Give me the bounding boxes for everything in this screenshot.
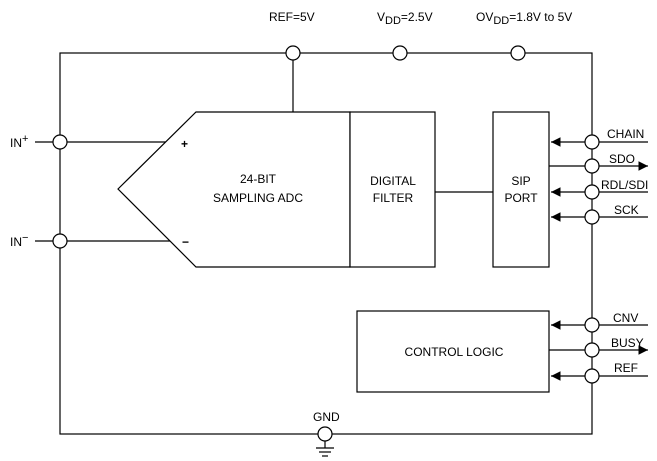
inp-pin [52,134,68,150]
sdo-label: SDO [609,152,635,166]
port-label-line2: PORT [504,191,538,205]
port-label-line1: SIP [511,174,530,188]
digital-filter-block [349,111,436,268]
adc-label-line1: 24-BIT [240,172,277,186]
control-logic-block [356,310,550,393]
vdd-supply-label: VDD=2.5V [377,10,433,27]
rdl-sdi-pin [584,184,600,200]
gnd-label: GND [313,410,340,424]
chain-label: CHAIN [607,127,644,141]
ref-supply-label: REF=5V [269,10,315,24]
control-logic-label: CONTROL LOGIC [405,345,504,359]
filter-label-line2: FILTER [373,191,414,205]
inn-pin [52,233,68,249]
ref-control-pin [584,368,600,384]
filter-label-line1: DIGITAL [370,174,416,188]
sdo-pin [584,158,600,174]
adc-plus-sign: + [181,137,188,151]
adc-label-line2: SAMPLING ADC [213,191,303,205]
adc-block [117,111,351,268]
sip-port-block [492,111,550,268]
sck-pin [584,209,600,225]
busy-pin [584,342,600,358]
gnd-pin [317,426,333,442]
cnv-label: CNV [613,311,638,325]
inp-label: IN+ [10,133,28,150]
adc-minus-sign: − [182,235,189,249]
inn-label: IN− [10,232,28,249]
cnv-pin [584,317,600,333]
ref-control-label: REF [614,361,638,375]
sck-label: SCK [614,203,639,217]
ovdd-supply-pin [510,45,526,61]
ovdd-supply-label: OVDD=1.8V to 5V [476,10,572,27]
ref-supply-pin [285,45,301,61]
busy-label: BUSY [611,336,644,350]
chain-pin [584,134,600,150]
vdd-supply-pin [392,45,408,61]
rdl-sdi-label: RDL/SDI [601,178,648,192]
